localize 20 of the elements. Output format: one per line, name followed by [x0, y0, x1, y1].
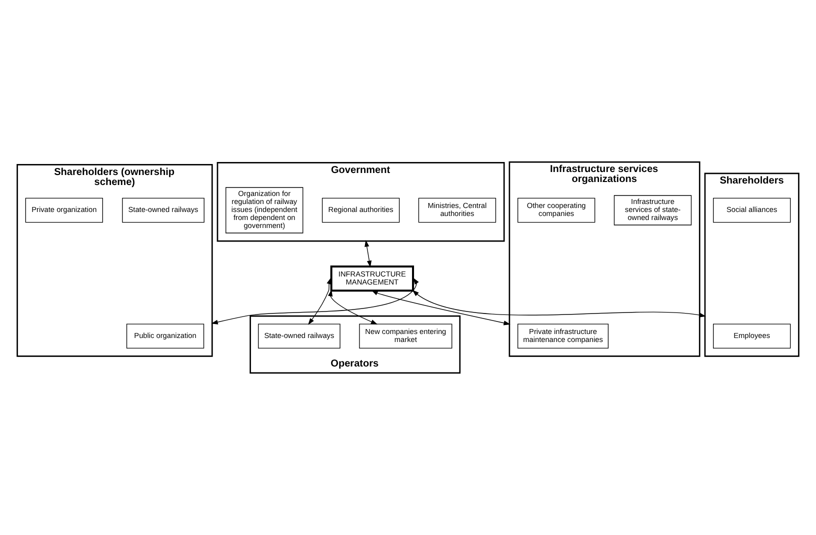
arrow [371, 290, 510, 326]
node-box: Private organization [25, 198, 103, 223]
arrow [211, 278, 419, 324]
node-box: Ministries, Central authorities [418, 198, 496, 223]
arrow [328, 290, 378, 324]
node-box: New companies entering market [359, 324, 452, 349]
arrow [364, 240, 372, 268]
node-box: Employees [713, 324, 791, 349]
node-box: Private infrastructure maintenance companies [517, 324, 609, 349]
node-box: Public organization [126, 324, 204, 349]
node-box: Regional authorities [322, 198, 400, 223]
arrow [308, 278, 332, 325]
node-box: State-owned railways [122, 198, 204, 223]
node-box: Infrastructure services of state-owned railways [614, 195, 692, 226]
arrow [412, 290, 706, 318]
node-box: Organization for regulation of railway issues (independent from dependent on government) [226, 187, 304, 234]
node-box: INFRASTRUCTURE MANAGEMENT [330, 266, 414, 292]
node-box: Social alliances [713, 198, 791, 223]
node-box: Other cooperating companies [517, 198, 596, 223]
node-box: State-owned railways [258, 324, 340, 349]
